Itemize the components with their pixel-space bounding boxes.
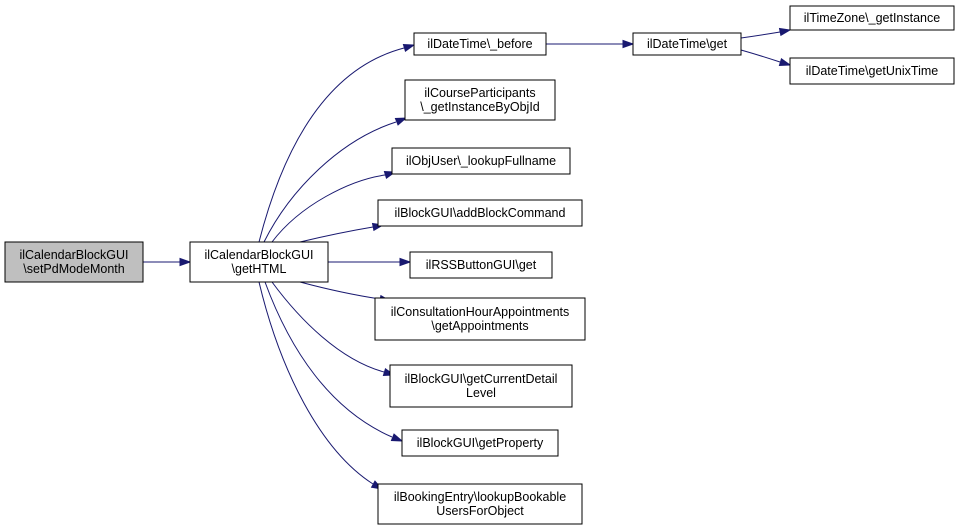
node-label: ilBookingEntry\lookupBookable [394,490,566,504]
edge-line [740,31,781,39]
node-label: \getHTML [232,262,287,276]
edge-getHTML-to-addBlockCommand [299,222,385,243]
node-box [409,251,553,279]
edge-line [299,281,381,300]
edge-getHTML-to-getProperty [264,281,404,442]
node-box [632,32,742,56]
node-label: \_getInstanceByObjId [420,100,540,114]
edge-line [258,47,405,243]
edge-line [264,281,393,438]
edge-line [263,121,397,243]
node-label: ilDateTime\getUnixTime [806,64,938,78]
node-label: ilDateTime\get [647,37,728,51]
node-box [789,5,955,31]
edge-line [258,281,374,485]
arrowhead [399,257,412,267]
node-label: ilDateTime\_before [427,37,532,51]
node-label: ilBlockGUI\getCurrentDetail [405,372,558,386]
node-cp_getInstanceByObjId[interactable]: ilCourseParticipants\_getInstanceByObjId [404,79,556,121]
node-getAppointments[interactable]: ilConsultationHourAppointments\getAppoin… [374,297,586,341]
node-dt_get[interactable]: ilDateTime\get [632,32,742,56]
node-label: ilCalendarBlockGUI [204,248,313,262]
node-box [404,79,556,121]
node-label: ilBlockGUI\addBlockCommand [395,206,566,220]
nodes-layer: ilCalendarBlockGUI\setPdModeMonthilCalen… [4,5,955,525]
edge-line [271,281,385,373]
node-getUnixTime[interactable]: ilDateTime\getUnixTime [789,57,955,85]
edge-getHTML-to-rss_get [328,257,412,267]
node-tz_getInstance[interactable]: ilTimeZone\_getInstance [789,5,955,31]
edge-line [740,49,781,63]
arrowhead [778,27,792,37]
edge-line [299,226,374,243]
node-label: ilTimeZone\_getInstance [804,11,940,25]
node-label: Level [466,386,496,400]
node-setPdModeMonth: ilCalendarBlockGUI\setPdModeMonth [4,241,144,283]
node-label: ilBlockGUI\getProperty [417,436,544,450]
node-label: ilCalendarBlockGUI [19,248,128,262]
node-box [377,199,583,227]
node-label: \getAppointments [431,319,528,333]
node-box [389,364,573,408]
node-addBlockCommand[interactable]: ilBlockGUI\addBlockCommand [377,199,583,227]
node-box [4,241,144,283]
edge-getHTML-to-cp_getInstanceByObjId [263,117,408,243]
node-label: \setPdModeMonth [23,262,124,276]
edge-dt_before-to-dt_get [546,39,635,49]
node-label: ilConsultationHourAppointments [391,305,570,319]
node-box [189,241,329,283]
node-box [374,297,586,341]
edges-layer [143,27,792,490]
arrowhead [402,43,416,53]
edge-getHTML-to-dt_before [258,43,416,243]
node-rss_get[interactable]: ilRSSButtonGUI\get [409,251,553,279]
node-label: ilRSSButtonGUI\get [426,258,537,272]
edge-getHTML-to-lookupFullname [271,170,397,243]
arrowhead [778,57,792,67]
node-lookupBookable[interactable]: ilBookingEntry\lookupBookableUsersForObj… [377,483,583,525]
node-box [401,429,559,457]
edge-setPdModeMonth-to-getHTML [143,257,192,267]
node-lookupFullname[interactable]: ilObjUser\_lookupFullname [391,147,571,175]
node-box [413,32,547,56]
node-label: ilCourseParticipants [424,86,535,100]
node-getProperty[interactable]: ilBlockGUI\getProperty [401,429,559,457]
edge-dt_get-to-getUnixTime [740,49,792,67]
arrowhead [622,39,635,49]
arrowhead [394,117,408,126]
edge-dt_get-to-tz_getInstance [740,27,792,39]
node-getHTML[interactable]: ilCalendarBlockGUI\getHTML [189,241,329,283]
node-label: UsersForObject [436,504,524,518]
node-dt_before[interactable]: ilDateTime\_before [413,32,547,56]
node-box [789,57,955,85]
node-box [391,147,571,175]
node-box [377,483,583,525]
edge-line [271,174,386,243]
arrowhead [179,257,192,267]
arrowhead [390,433,404,442]
node-label: ilObjUser\_lookupFullname [406,154,556,168]
